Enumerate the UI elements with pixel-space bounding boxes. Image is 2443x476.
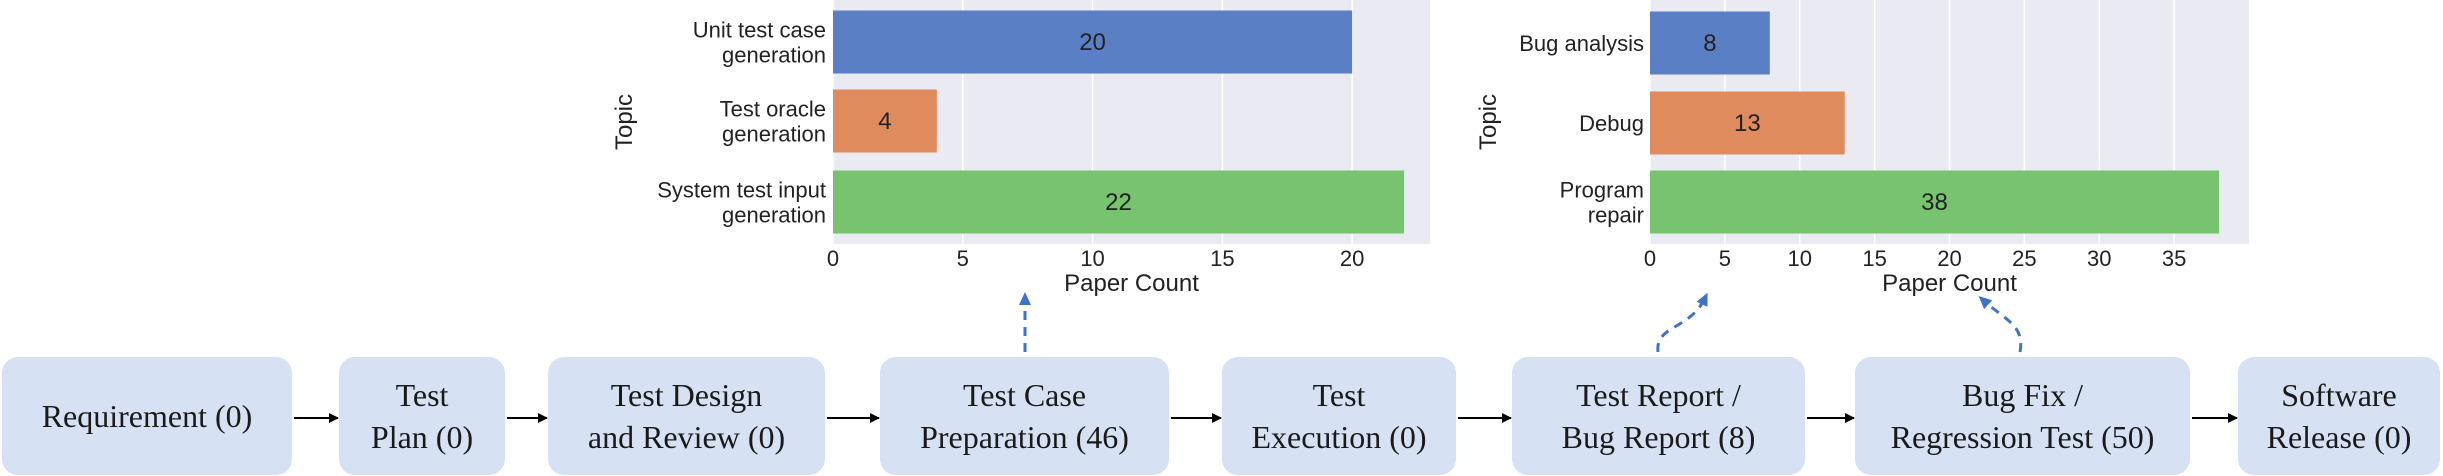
stage-label: Test Design and Review (0)	[587, 377, 786, 455]
link-arrow-bug-fix	[1978, 295, 2023, 353]
bar-value-label: 8	[1703, 30, 1716, 57]
bar-value-label: 22	[1105, 189, 1132, 216]
x-tick-label: 0	[827, 246, 839, 271]
x-tick-label: 10	[1080, 246, 1104, 271]
bar-value-label: 13	[1734, 110, 1761, 137]
x-tick-label: 5	[1719, 246, 1731, 271]
bar-system-test-input-generation	[833, 170, 1405, 234]
stage-label: Software Release (0)	[2266, 377, 2412, 455]
bug-fix-topics-chart: 0 5 10 15 20 25 30 35 8 Bug analysis 13 Debug 38 Prog…	[1475, 0, 2249, 297]
y-axis-label: Topic	[611, 94, 638, 150]
stage-bug-fix-regression-test: Bug Fix / Regression Test (50)	[1855, 357, 2190, 475]
x-tick-label: 20	[1340, 246, 1364, 271]
stage-label: Bug Fix / Regression Test (50)	[1890, 377, 2155, 455]
stage-label: Requirement (0)	[41, 398, 253, 434]
y-tick-label: Debug	[1579, 111, 1644, 136]
bar-debug	[1650, 91, 1845, 155]
x-tick-label: 15	[1210, 246, 1234, 271]
stage-test-design-review: Test Design and Review (0)	[548, 357, 825, 475]
x-tick-label: 10	[1788, 246, 1812, 271]
bar-value-label: 4	[878, 108, 891, 135]
chart-link-arrows	[1019, 292, 2023, 353]
x-tick-label: 30	[2087, 246, 2111, 271]
stage-test-execution: Test Execution (0)	[1222, 357, 1456, 475]
stage-label: Test Execution (0)	[1251, 377, 1427, 455]
y-axis-label: Topic	[1475, 94, 1502, 150]
x-axis-label: Paper Count	[1882, 270, 2017, 297]
stage-requirement: Requirement (0)	[2, 357, 292, 475]
x-tick-label: 25	[2012, 246, 2036, 271]
bar-unit-test-case-generation	[833, 10, 1353, 74]
x-tick-label: 20	[1937, 246, 1961, 271]
stage-label: Test Case Preparation (46)	[920, 377, 1129, 455]
stage-label: Test Report / Bug Report (8)	[1561, 377, 1756, 455]
stage-label: Test Plan (0)	[370, 377, 474, 455]
x-tick-label: 0	[1644, 246, 1656, 271]
stage-software-release: Software Release (0)	[2238, 357, 2440, 475]
bar-value-label: 38	[1921, 189, 1948, 216]
x-axis-label: Paper Count	[1064, 270, 1199, 297]
bar-value-label: 20	[1079, 29, 1106, 56]
link-arrow-test-report	[1656, 292, 1708, 353]
y-tick-label: Bug analysis	[1519, 31, 1644, 56]
bar-test-oracle-generation	[833, 89, 937, 153]
stage-test-report-bug-report: Test Report / Bug Report (8)	[1512, 357, 1805, 475]
stage-test-case-preparation: Test Case Preparation (46)	[880, 357, 1169, 475]
x-tick-label: 15	[1862, 246, 1886, 271]
bar-bug-analysis	[1650, 11, 1770, 75]
stage-test-plan: Test Plan (0)	[339, 357, 505, 475]
x-tick-label: 35	[2162, 246, 2186, 271]
x-tick-label: 5	[957, 246, 969, 271]
bar-program-repair	[1650, 170, 2220, 234]
